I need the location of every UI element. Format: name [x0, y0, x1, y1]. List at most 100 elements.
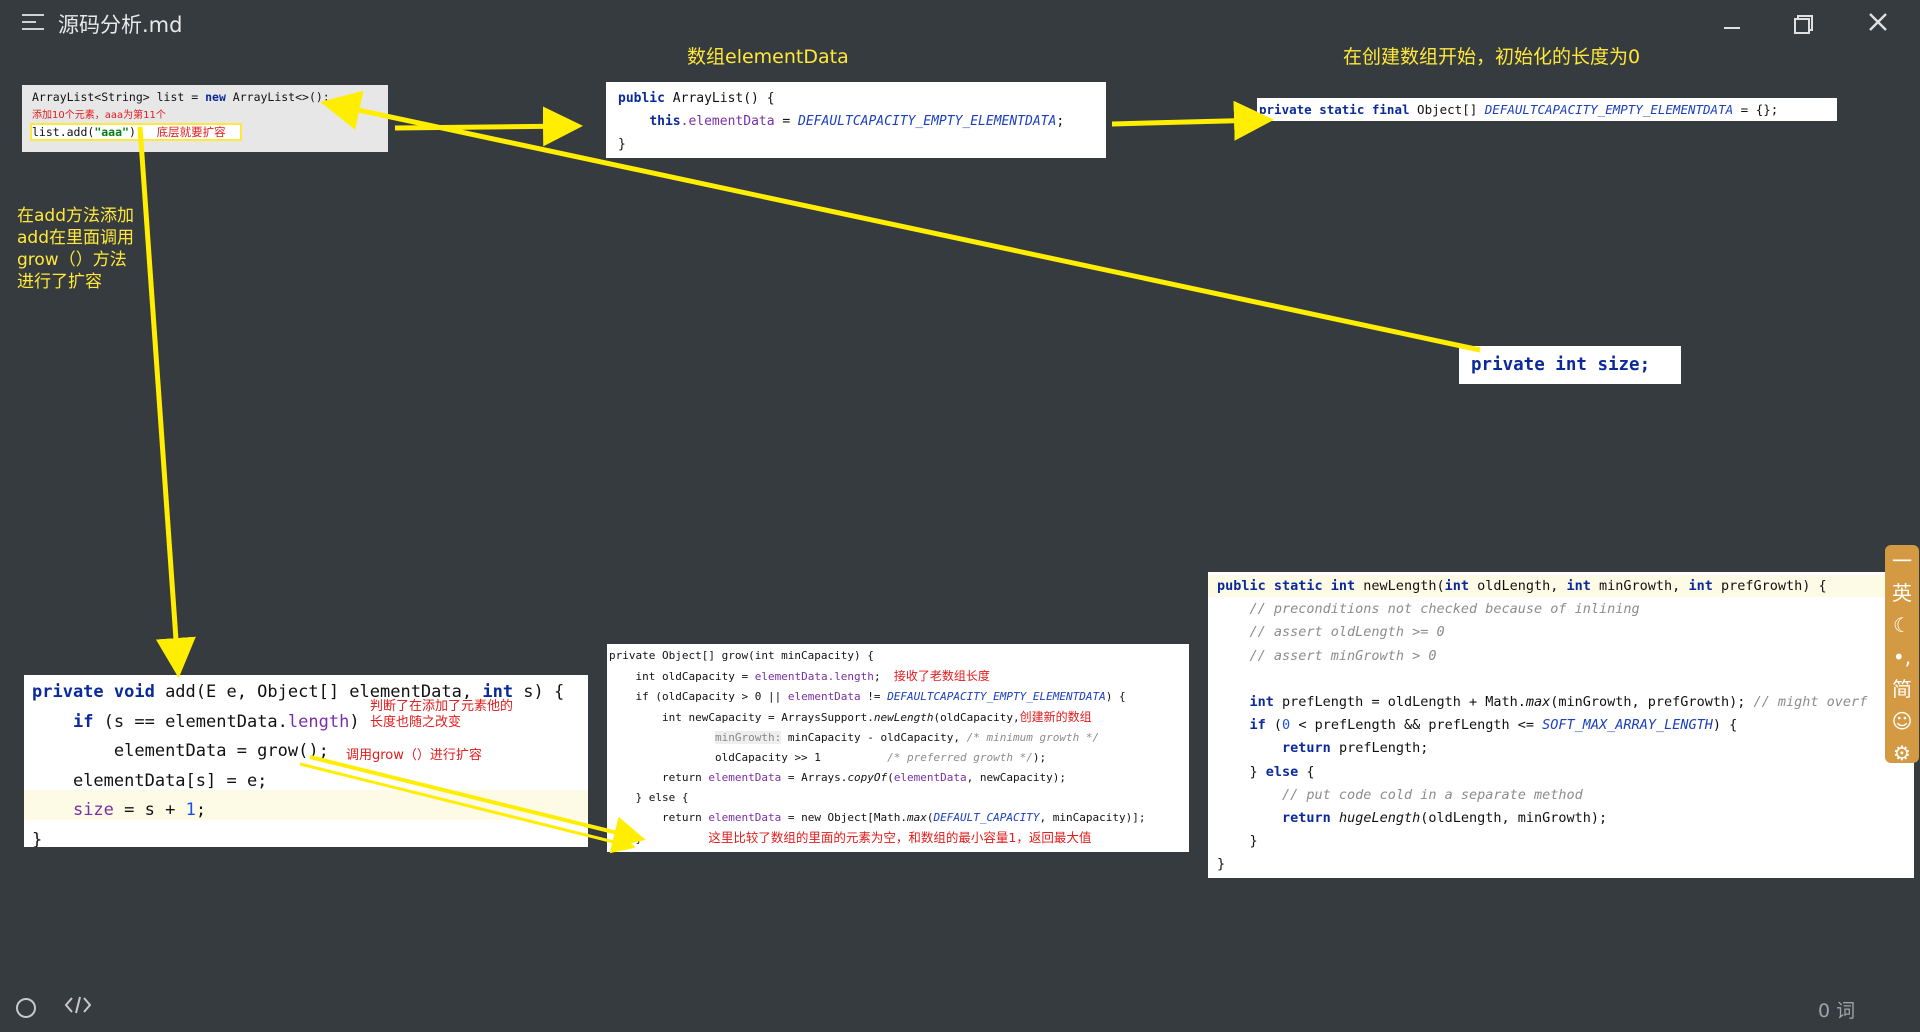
code-constant: SOFT_MAX_ARRAY_LENGTH — [1542, 717, 1713, 734]
code-constant: DEFAULTCAPACITY_EMPTY_ELEMENTDATA — [887, 690, 1106, 703]
note-array-element-data: 数组elementData — [687, 46, 849, 68]
code-text: (oldCapacity, — [933, 711, 1020, 724]
code-text: list.add( — [32, 125, 95, 139]
ime-script-toggle[interactable]: 简 — [1892, 677, 1912, 701]
code-icon[interactable] — [64, 994, 92, 1020]
note-underlying-expand: 底层就要扩容 — [156, 125, 226, 139]
code-field: elementData.length — [754, 670, 874, 683]
code-text: ) { — [1105, 690, 1126, 703]
code-method: copyOf — [847, 771, 888, 784]
code-text: int newCapacity = ArraysSupport. — [661, 711, 874, 724]
code-text: = new Object[Math. — [781, 811, 908, 824]
menu-icon[interactable] — [22, 14, 44, 30]
moon-icon[interactable]: ☾ — [1893, 613, 1911, 637]
code-constant: DEFAULTCAPACITY_EMPTY_ELEMENTDATA — [1484, 102, 1734, 117]
code-snippet-grow-method: private Object[] grow(int minCapacity) {… — [607, 644, 1189, 852]
code-text: ; — [873, 670, 881, 683]
code-snippet-field-decl: private static final Object[] DEFAULTCAP… — [1257, 98, 1837, 121]
gear-icon[interactable]: ⚙ — [1893, 741, 1911, 765]
close-button[interactable] — [1858, 8, 1898, 38]
code-text: = {}; — [1733, 102, 1779, 117]
code-field: length — [287, 711, 350, 732]
code-text: return — [661, 771, 709, 784]
code-text: = s + — [113, 800, 186, 820]
code-text: newLength( — [1355, 578, 1445, 594]
window-title: 源码分析.md — [58, 13, 183, 37]
code-keyword: this — [649, 114, 681, 129]
code-text: ArrayList<>(); — [225, 90, 330, 104]
code-text: prefLength = oldLength + Math. — [1273, 694, 1526, 711]
code-text: return — [661, 811, 709, 824]
code-text: ); — [1032, 751, 1047, 764]
code-method: max — [907, 811, 927, 824]
restore-icon — [1794, 15, 1813, 34]
code-keyword: else — [1265, 763, 1299, 780]
code-field: elementData — [893, 771, 967, 784]
arrow-add-to-grow-1 — [309, 755, 646, 848]
note-add-grow: 在add方法添加 add在里面调用 grow（）方法 进行了扩容 — [17, 205, 134, 293]
code-text: minGrowth, — [1590, 578, 1689, 594]
note-new-array: 创建新的数组 — [1019, 710, 1092, 724]
restore-button[interactable] — [1784, 8, 1824, 38]
code-text: } — [618, 137, 626, 152]
code-comment: // put code cold in a separate method — [1282, 786, 1583, 803]
code-text: ( — [887, 771, 894, 784]
code-field: elementData — [708, 771, 782, 784]
note-compare-max: 这里比较了数组的里面的元素为空，和数组的最小容量1，返回最大值 — [708, 830, 1092, 845]
code-text: , minCapacity)]; — [1039, 811, 1146, 824]
note-old-length: 接收了老数组长度 — [893, 669, 990, 683]
ime-dash[interactable]: 一 — [1892, 549, 1912, 573]
code-text: } — [1249, 833, 1258, 850]
code-text: prefLength; — [1330, 740, 1429, 757]
code-text: int oldCapacity = — [635, 670, 755, 683]
code-comment: // might overf — [1753, 694, 1868, 711]
circle-icon[interactable] — [16, 998, 36, 1018]
code-text: oldLength, — [1468, 578, 1567, 594]
code-field: .elementData — [680, 114, 775, 129]
code-snippet-size-field: private int size; — [1459, 346, 1681, 384]
code-keyword: int — [1249, 694, 1274, 711]
arrow-usage-to-size — [320, 90, 1481, 353]
code-keyword: public static int — [1217, 578, 1356, 594]
code-text: < prefLength && prefLength <= — [1290, 717, 1543, 734]
code-text: , newCapacity); — [966, 771, 1067, 784]
ime-language-toggle[interactable]: 英 — [1892, 581, 1912, 605]
code-constant: DEFAULTCAPACITY_EMPTY_ELEMENTDATA — [798, 114, 1057, 129]
code-keyword: int — [482, 682, 514, 702]
code-text: minCapacity - oldCapacity, — [781, 731, 967, 744]
code-text: != — [860, 690, 888, 703]
code-keyword: private void — [32, 682, 155, 702]
smiley-icon[interactable]: ☺ — [1891, 709, 1913, 733]
code-keyword: int — [1444, 578, 1469, 594]
code-field: elementData — [787, 690, 861, 703]
note-line: 在add方法添加 — [17, 206, 134, 226]
minimize-button[interactable] — [1712, 8, 1752, 38]
code-snippet-new-length: public static int newLength(int oldLengt… — [1208, 572, 1914, 878]
code-field: size — [72, 800, 114, 820]
code-text: ArrayList<String> list = — [32, 90, 206, 104]
code-text: elementData[s] = e; — [72, 770, 268, 791]
code-text: Object[] — [1409, 102, 1485, 117]
code-method: hugeLength — [1330, 810, 1421, 827]
note-line: add在里面调用 — [17, 228, 134, 248]
note-call-grow: 调用grow（）进行扩容 — [346, 744, 482, 763]
code-number: 1 — [185, 800, 196, 820]
code-comment: // preconditions not checked because of … — [1249, 601, 1640, 618]
code-text: ( — [1265, 717, 1283, 734]
code-text: ArrayList() { — [664, 91, 775, 106]
code-text: } — [32, 829, 43, 848]
punctuation-icon[interactable]: •, — [1892, 645, 1912, 669]
code-number: 0 — [1282, 717, 1291, 734]
code-comment: // assert minGrowth > 0 — [1249, 647, 1437, 664]
code-keyword: if — [1249, 717, 1266, 734]
code-text: ; — [195, 800, 207, 820]
code-comment-note: 添加10个元素，aaa为第11个 — [32, 110, 166, 121]
code-keyword: public — [618, 91, 665, 106]
code-snippet-add-method: private void add(E e, Object[] elementDa… — [24, 675, 588, 847]
code-text: } else { — [635, 791, 689, 804]
code-text: add(E e, Object[] elementData, — [154, 682, 483, 702]
code-text: if (oldCapacity > 0 || — [635, 690, 788, 703]
code-text: { — [1298, 763, 1315, 780]
arrow-down-to-add — [137, 126, 196, 678]
